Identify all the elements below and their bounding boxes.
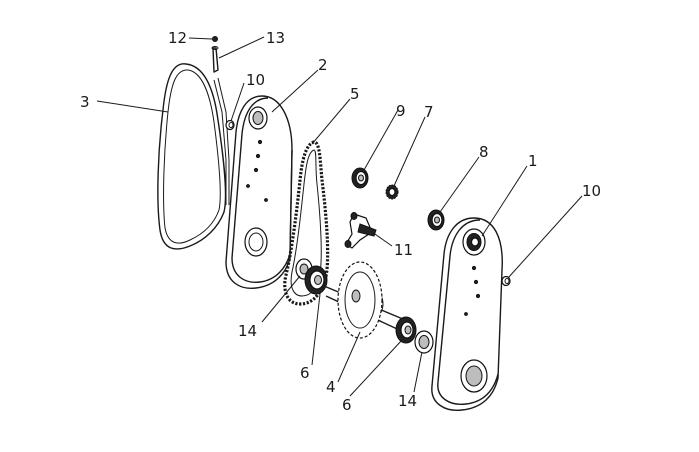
washer-part-14-right (414, 330, 434, 354)
callout-1: 1 (528, 152, 538, 170)
callout-6b: 6 (342, 396, 352, 414)
callout-11: 11 (394, 241, 413, 259)
callout-3: 3 (80, 93, 90, 111)
screw-part-12 (212, 36, 218, 42)
callout-5: 5 (350, 85, 360, 103)
leader-3 (96, 100, 169, 113)
roller-chain-part-5 (283, 140, 330, 306)
pin-part-10-left (225, 119, 235, 131)
leader-11 (371, 231, 393, 247)
bearing-part-6-left (304, 265, 328, 295)
callout-12: 12 (168, 29, 187, 47)
bearing-part-9 (351, 167, 369, 189)
callout-4: 4 (326, 378, 336, 396)
bearing-part-6-right (395, 316, 417, 344)
gear-part-7 (385, 184, 399, 200)
callout-6a: 6 (300, 364, 310, 382)
leader-2 (271, 69, 319, 113)
callout-10b: 10 (582, 182, 601, 200)
belt-loop-part-3 (157, 63, 230, 250)
callout-14b: 14 (398, 392, 417, 410)
leader-14b (413, 351, 423, 393)
bearing-part-8 (427, 209, 445, 231)
pin-part-10-right (501, 275, 511, 287)
callout-7: 7 (424, 103, 434, 121)
leader-1 (481, 165, 528, 237)
leader-10b (507, 195, 583, 279)
leader-13 (218, 36, 265, 59)
leader-4 (337, 331, 361, 383)
leader-lines (96, 36, 583, 397)
tensioner-bracket-part-11 (344, 212, 377, 249)
outer-cover-part-1 (431, 217, 503, 411)
leader-9 (363, 109, 399, 171)
callout-labels: 1 2 3 4 5 6 6 7 8 9 10 10 11 12 13 14 14 (80, 29, 601, 414)
leader-5 (311, 98, 351, 145)
sprocket-shaft-part-4 (323, 261, 411, 339)
leader-6b (349, 339, 403, 397)
callout-9: 9 (396, 102, 406, 120)
callout-10a: 10 (246, 71, 265, 89)
leader-7 (393, 116, 426, 187)
leader-14a (261, 275, 301, 323)
callout-13: 13 (266, 29, 285, 47)
leader-10a (230, 82, 245, 122)
leader-8 (439, 156, 480, 213)
callout-8: 8 (479, 143, 489, 161)
stud-part-13 (211, 46, 219, 73)
callout-2: 2 (318, 56, 328, 74)
leader-6a (311, 293, 321, 366)
inner-cover-part-2 (225, 95, 293, 289)
leader-12 (188, 37, 213, 40)
callout-14a: 14 (238, 322, 257, 340)
